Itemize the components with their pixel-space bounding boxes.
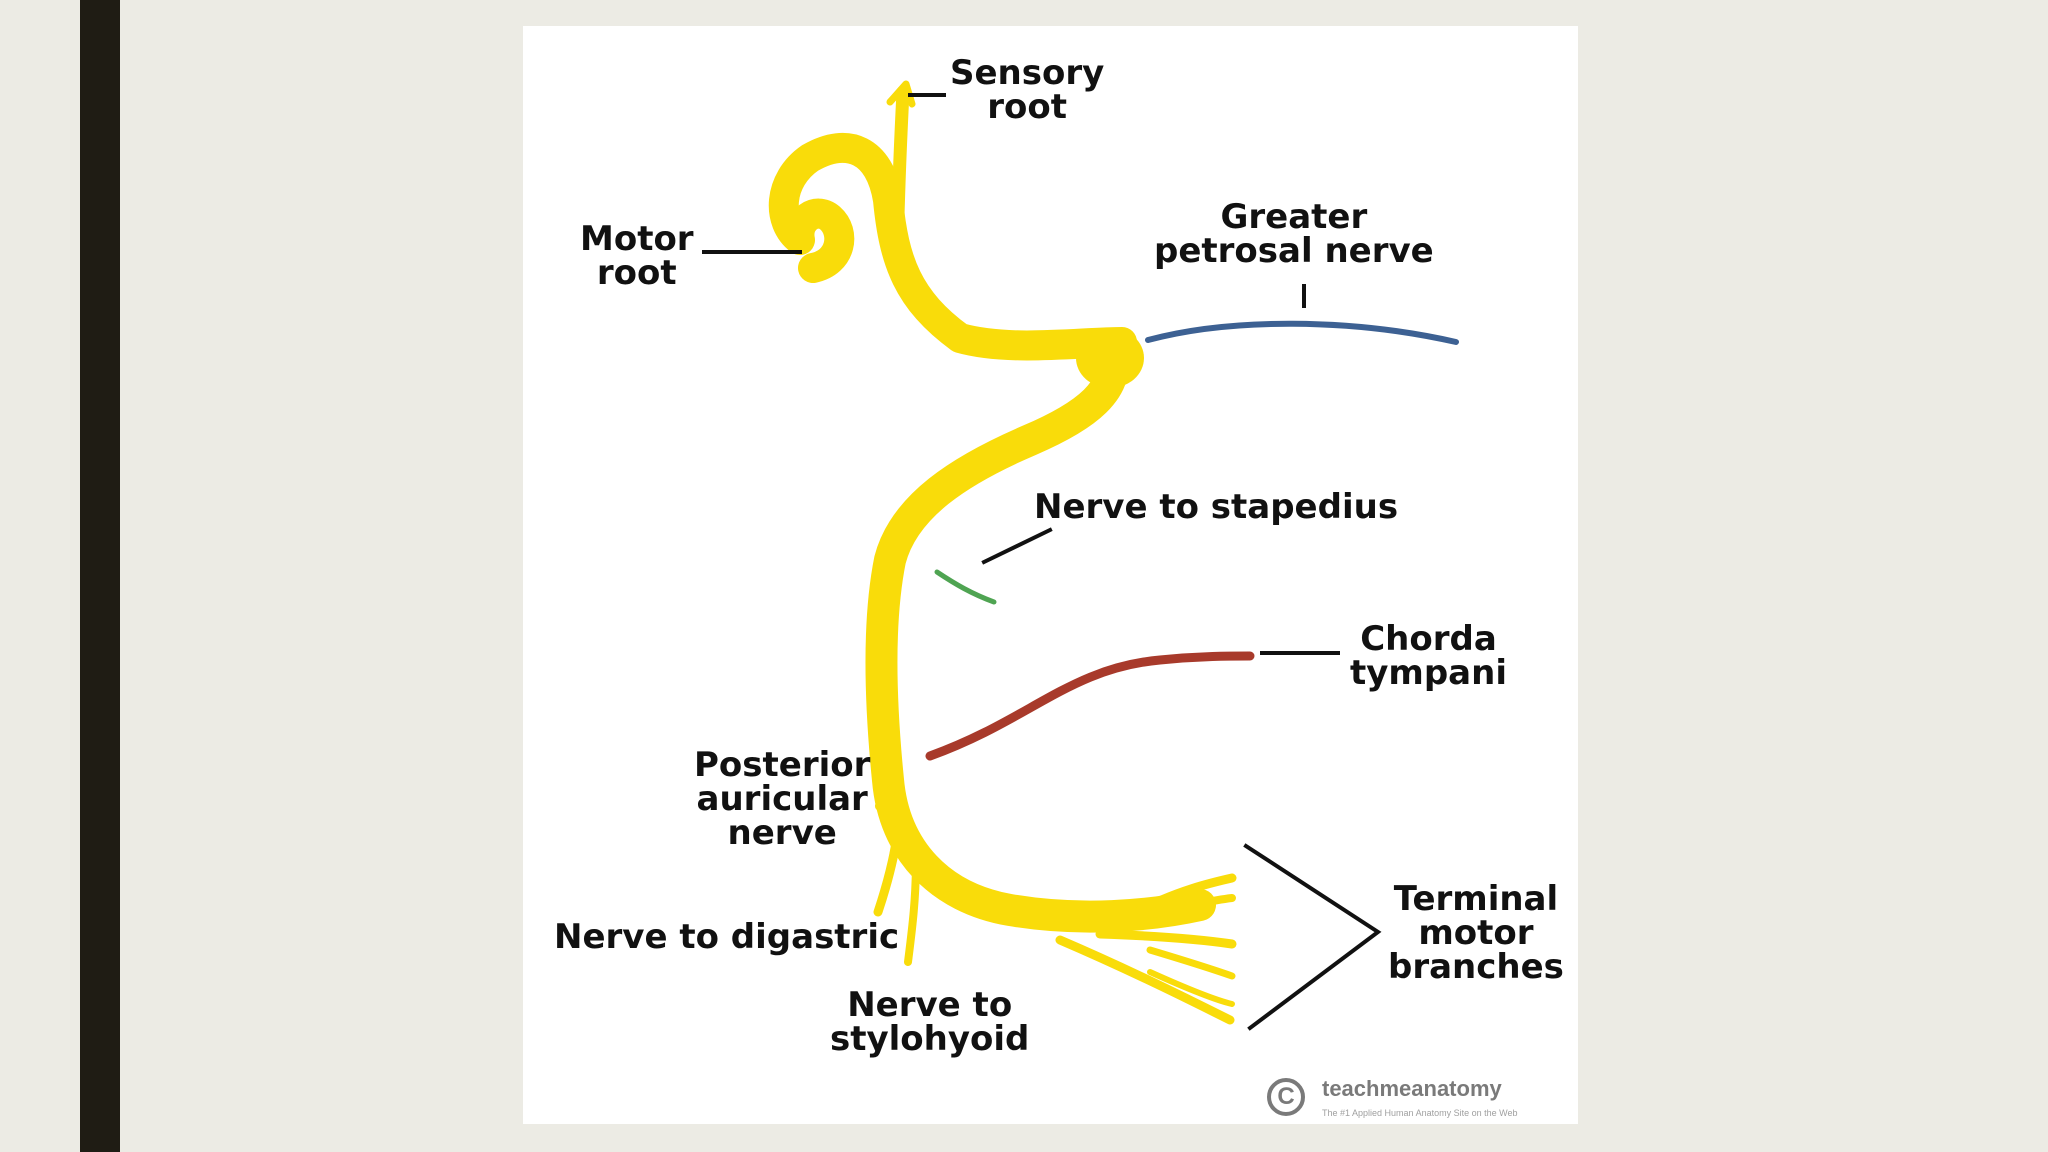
diagram-panel: [523, 26, 1578, 1124]
terminal-branch-2: [1146, 894, 1236, 919]
terminal-branch-4: [1146, 946, 1236, 980]
watermark-name: teachmeanatomy: [1322, 1076, 1502, 1101]
greater-petrosal-nerve-line: [1145, 320, 1459, 345]
posterior-auricular-line: [875, 781, 903, 811]
watermark-tagline: The #1 Applied Human Anatomy Site on the…: [1322, 1108, 1518, 1118]
terminal-branch-5: [1055, 935, 1235, 1025]
terminal-branch-1: [1135, 873, 1237, 915]
nerve-to-stapedius-line: [934, 569, 997, 605]
terminal-branches-bracket: [1243, 843, 1382, 1031]
nerve-to-digastric-line: [873, 825, 903, 917]
nerve-to-stapedius-label: Nerve to stapedius: [1034, 487, 1399, 527]
terminal-branch-6: [1147, 969, 1235, 1007]
chorda-tympani-line: [925, 651, 1255, 761]
left-accent-bar: [80, 0, 120, 1152]
copyright-logo-icon: C: [1267, 1078, 1305, 1116]
motor-root-trunk: [768, 133, 1137, 361]
watermark: teachmeanatomy The #1 Applied Human Anat…: [1322, 1076, 1517, 1118]
terminal-branch-3: [1095, 929, 1237, 949]
nerve-to-stylohyoid-line: [904, 856, 920, 966]
stapedius-leader: [981, 527, 1053, 565]
sensory-root-tip: [886, 80, 916, 108]
main-trunk: [865, 336, 1216, 933]
nerve-to-digastric-label: Nerve to digastric: [554, 917, 900, 957]
